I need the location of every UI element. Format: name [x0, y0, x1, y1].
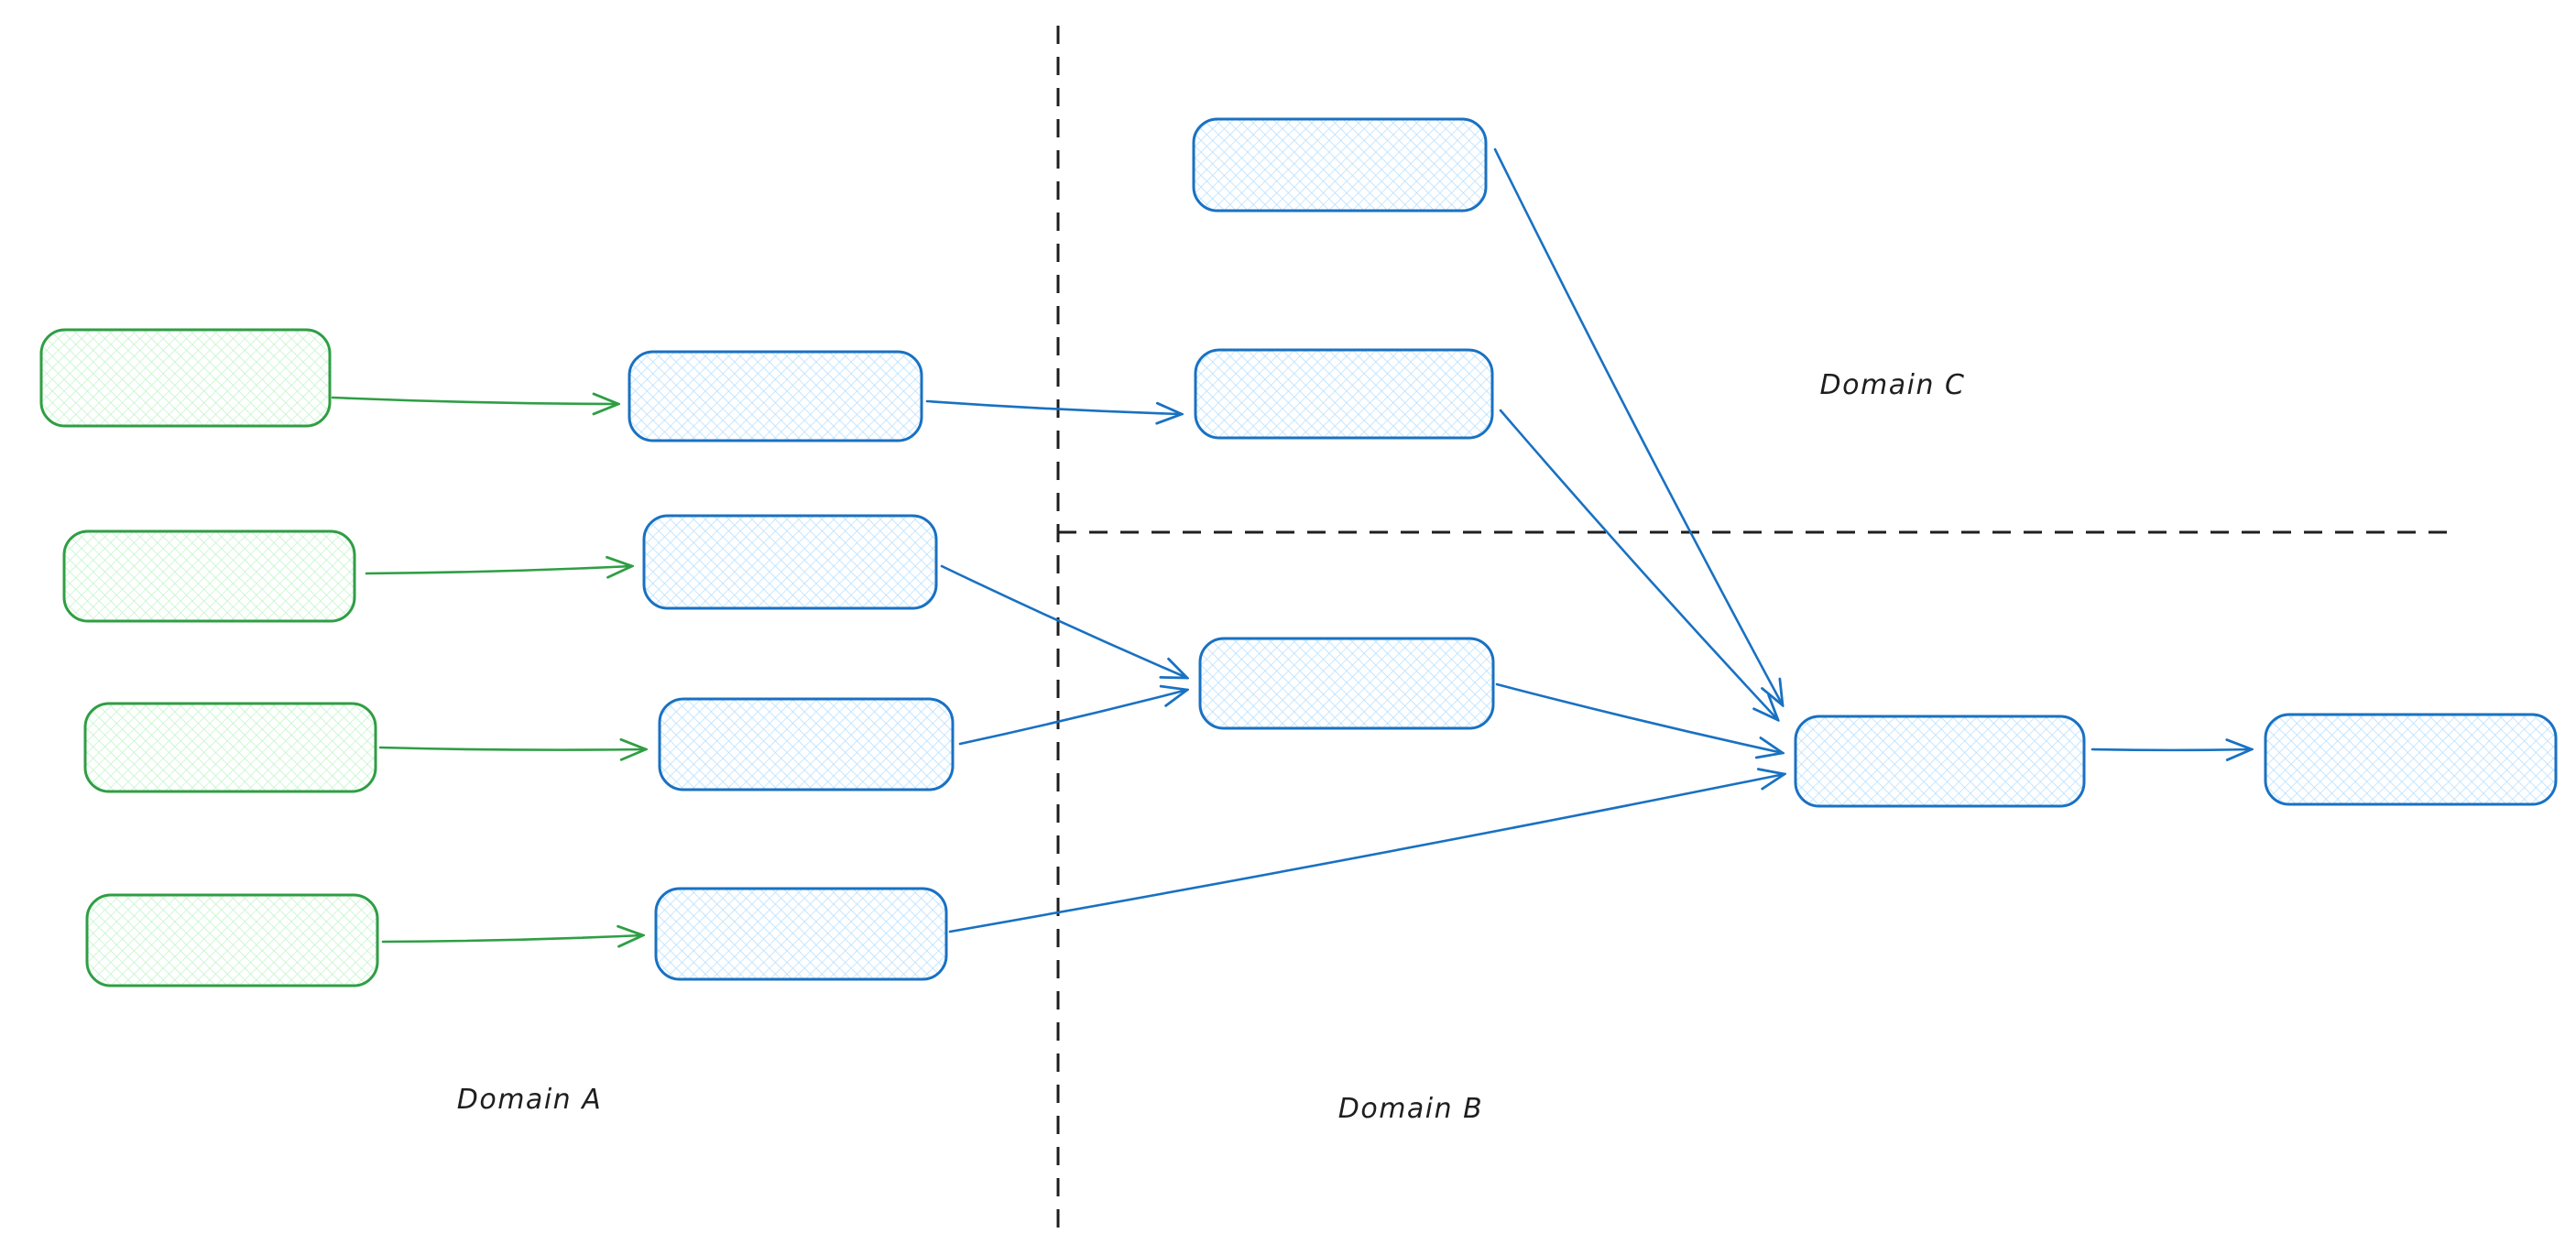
separator-layer — [1056, 26, 2448, 1235]
node-blue-a2 — [642, 514, 938, 610]
node-blue-b-top — [1192, 117, 1488, 213]
edge-blue-b1-converge — [1499, 409, 1778, 720]
edge-blue-a3-b2 — [958, 690, 1187, 746]
node-green-3 — [83, 702, 377, 793]
label-domain-a: Domain A — [457, 1084, 602, 1116]
edge-green-2 — [365, 566, 632, 573]
node-green-2 — [62, 529, 356, 623]
node-green-1 — [39, 328, 332, 428]
edge-blue-b2-converge — [1495, 682, 1783, 753]
node-blue-b2 — [1198, 637, 1495, 730]
edge-green-3 — [378, 748, 646, 750]
edge-green-4 — [381, 935, 643, 942]
node-blue-a3 — [658, 697, 955, 791]
edge-blue-btop-converge — [1493, 147, 1783, 705]
edge-layer — [331, 147, 2252, 942]
node-green-4 — [85, 893, 379, 988]
node-layer — [39, 117, 2558, 988]
node-blue-a1 — [628, 350, 923, 442]
node-blue-final — [2264, 713, 2558, 806]
edge-blue-a1-b1 — [925, 399, 1182, 414]
node-blue-a4 — [654, 887, 948, 981]
edge-blue-a2-b2 — [940, 564, 1187, 678]
node-blue-converge — [1794, 715, 2086, 808]
node-blue-b1 — [1194, 348, 1494, 440]
label-domain-b: Domain B — [1338, 1093, 1484, 1125]
edge-blue-converge-final — [2090, 749, 2252, 750]
label-domain-c: Domain C — [1820, 369, 1966, 401]
edge-green-1 — [331, 398, 618, 404]
edge-blue-a4-converge — [948, 774, 1785, 933]
